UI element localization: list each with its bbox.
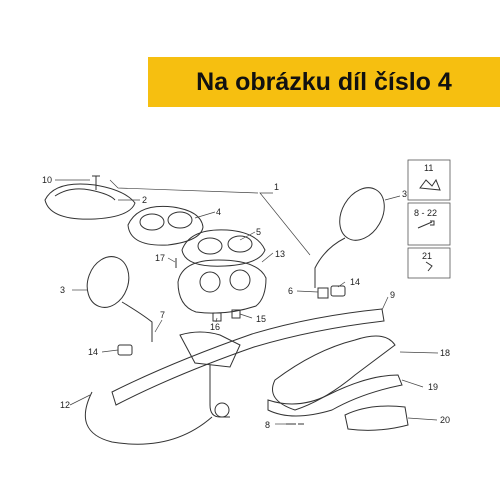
nut-part-16 <box>212 312 222 322</box>
legend-box-8-22 <box>407 202 451 246</box>
throttle-cable <box>84 391 213 445</box>
callout-4: 4 <box>216 207 221 217</box>
cover-part-5 <box>181 229 266 267</box>
legend-boxes <box>407 159 451 279</box>
cover-part-18 <box>272 335 396 411</box>
callout-18: 18 <box>440 348 450 358</box>
callout-19: 19 <box>428 382 438 392</box>
callout-8: 8 <box>265 420 270 430</box>
callout-5: 5 <box>256 227 261 237</box>
callout-17: 17 <box>155 253 165 263</box>
callout-labels: 1 2 3 3 4 5 6 7 8 8 - 22 9 10 11 12 13 1… <box>42 163 450 430</box>
callout-11: 11 <box>424 163 433 173</box>
mirrors <box>86 187 385 356</box>
screw-part-10 <box>92 175 100 190</box>
mirror-left <box>86 256 130 308</box>
callout-1: 1 <box>274 182 279 192</box>
dashboard-covers <box>44 183 266 267</box>
callout-15: 15 <box>256 314 266 324</box>
nut-part-14-left <box>117 344 133 356</box>
callout-16: 16 <box>210 322 220 332</box>
clip-part-21 <box>425 261 433 272</box>
handlebar-clamp <box>179 331 241 368</box>
mirror-right <box>339 187 385 241</box>
cover-part-4 <box>127 205 204 246</box>
cover-part-19 <box>267 374 403 417</box>
cover-part-20 <box>344 405 409 431</box>
handlebar-tube <box>111 308 385 406</box>
mirror-right-stem <box>314 237 346 288</box>
callout-9: 9 <box>390 290 395 300</box>
steering-stem <box>209 365 230 418</box>
callout-10: 10 <box>42 175 52 185</box>
callout-8-22: 8 - 22 <box>414 208 437 218</box>
nut-part-14-right <box>330 285 346 297</box>
callout-3-left: 3 <box>60 285 65 295</box>
callout-2: 2 <box>142 195 147 205</box>
mirror-left-stem <box>121 301 153 342</box>
cover-part-2 <box>44 183 136 220</box>
cluster-housing <box>177 259 267 314</box>
callout-3-right: 3 <box>402 189 407 199</box>
callout-13: 13 <box>275 249 285 259</box>
callout-20: 20 <box>440 415 450 425</box>
nut-part-6 <box>317 287 329 299</box>
lower-covers <box>267 335 409 431</box>
legend-box-21 <box>407 247 451 279</box>
leader-lines <box>55 179 439 425</box>
screw-part-8-22 <box>417 220 435 229</box>
legend-box-11 <box>407 159 451 201</box>
banner-text: Na obrázku díl číslo 4 <box>196 67 452 96</box>
clip-part-11 <box>419 178 441 191</box>
callout-6: 6 <box>288 286 293 296</box>
callout-21: 21 <box>422 251 432 261</box>
callout-7: 7 <box>160 310 165 320</box>
callout-14-right: 14 <box>350 277 360 287</box>
handlebar <box>111 308 385 418</box>
instrument-cluster <box>177 259 267 314</box>
callout-12: 12 <box>60 400 70 410</box>
part-number-banner: Na obrázku díl číslo 4 <box>148 57 500 107</box>
callout-14-left: 14 <box>88 347 98 357</box>
